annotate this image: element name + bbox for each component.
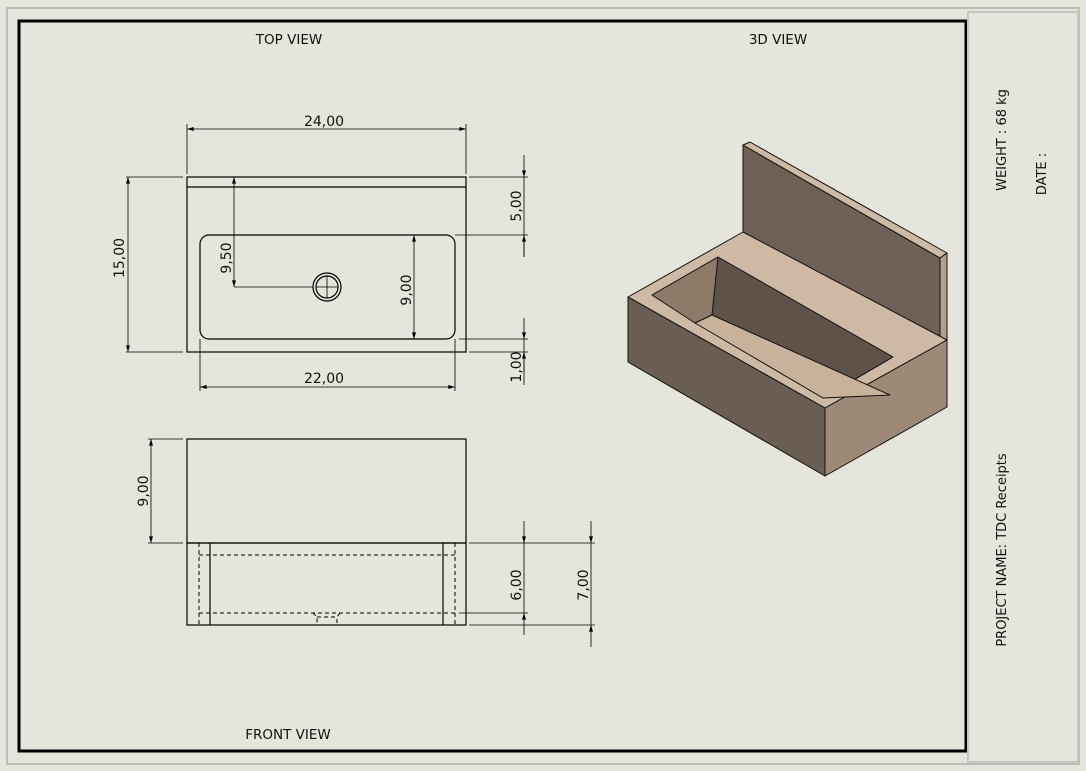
3d-view-label: 3D VIEW [749, 32, 807, 48]
3d-view-sink-model [627, 141, 948, 477]
dim-overall-width: 24,00 [304, 114, 344, 130]
dim-backsplash-height: 9,00 [136, 475, 152, 506]
dim-front-margin: 1,00 [509, 351, 525, 382]
dim-back-margin: 5,00 [509, 190, 525, 221]
date-field: DATE : [1035, 153, 1050, 195]
top-view: 24,00 15,00 9,50 9,00 5,00 1,00 22,00 [112, 114, 528, 391]
front-view: 9,00 6,00 7,00 [136, 438, 595, 647]
dim-body-height: 7,00 [576, 569, 592, 600]
dim-basin-height: 6,00 [509, 569, 525, 600]
drawing-frame [17, 19, 968, 753]
dim-basin-width: 22,00 [304, 371, 344, 387]
dim-drain-offset: 9,50 [219, 242, 235, 273]
basin-outline [199, 234, 456, 340]
front-view-label: FRONT VIEW [245, 727, 331, 743]
drain-hole-icon [312, 272, 342, 302]
project-name-field: PROJECT NAME: TDC Receipts [995, 453, 1010, 647]
weight-field: WEIGHT : 68 kg [995, 89, 1010, 191]
dim-overall-depth: 15,00 [112, 238, 128, 278]
top-view-label: TOP VIEW [255, 32, 322, 48]
dim-basin-depth: 9,00 [399, 274, 415, 305]
title-block [967, 11, 1079, 763]
drain-hidden-line [312, 612, 341, 625]
